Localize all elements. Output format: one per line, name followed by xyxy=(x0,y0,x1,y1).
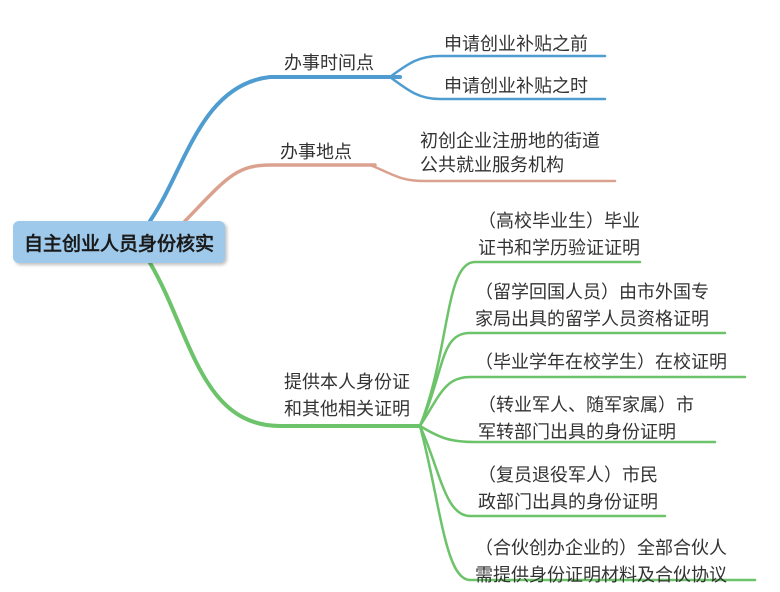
branch-time-label[interactable]: 办事时间点 xyxy=(284,53,374,74)
documents-child-returnee[interactable]: （留学回国人员）由市外国专 家局出具的留学人员资格证明 xyxy=(475,279,709,333)
branch-location-label[interactable]: 办事地点 xyxy=(280,142,352,163)
military-line-1: （转业军人、随军家属）市 xyxy=(478,395,694,416)
connector-location-to-office xyxy=(368,163,617,183)
graduate-line-1: （高校毕业生）毕业 xyxy=(478,211,640,232)
documents-child-military[interactable]: （转业军人、随军家属）市 军转部门出具的身份证明 xyxy=(478,392,694,446)
veteran-line-2: 政部门出具的身份证明 xyxy=(478,492,658,513)
connector-root-to-documents xyxy=(148,261,422,428)
root-node[interactable]: 自主创业人员身份核实 xyxy=(13,221,225,263)
location-child-line-2: 公共就业服务机构 xyxy=(420,155,564,176)
location-child-line-1: 初创企业注册地的街道 xyxy=(420,131,600,152)
graduate-line-2: 证书和学历验证证明 xyxy=(478,238,640,259)
branch-documents-line-2: 和其他相关证明 xyxy=(284,399,410,420)
branch-documents-label[interactable]: 提供本人身份证 和其他相关证明 xyxy=(284,369,410,423)
connector-docs-to-graduate xyxy=(418,260,642,428)
military-line-2: 军转部门出具的身份证明 xyxy=(478,422,676,443)
partnership-line-2: 需提供身份证明材料及合伙协议 xyxy=(475,565,727,586)
connector-docs-to-military xyxy=(418,424,717,444)
connector-time-to-during xyxy=(388,75,607,101)
connector-docs-to-veteran xyxy=(418,424,667,518)
connector-root-to-time xyxy=(148,75,402,223)
time-child-during[interactable]: 申请创业补贴之时 xyxy=(444,76,588,97)
root-node-label: 自主创业人员身份核实 xyxy=(23,232,214,255)
connector-docs-to-partnership xyxy=(418,424,757,582)
connector-root-to-location xyxy=(183,163,377,223)
connector-time-to-before xyxy=(388,54,607,79)
connector-docs-to-student xyxy=(418,375,747,428)
time-child-before[interactable]: 申请创业补贴之前 xyxy=(444,34,588,55)
connector-docs-to-returnee xyxy=(418,331,727,428)
location-child-office[interactable]: 初创企业注册地的街道 公共就业服务机构 xyxy=(420,130,600,178)
partnership-line-1: （合伙创办企业的）全部合伙人 xyxy=(475,538,727,559)
documents-child-partnership[interactable]: （合伙创办企业的）全部合伙人 需提供身份证明材料及合伙协议 xyxy=(475,535,727,589)
returnee-line-2: 家局出具的留学人员资格证明 xyxy=(475,309,709,330)
documents-child-student[interactable]: （毕业学年在校学生）在校证明 xyxy=(475,352,727,373)
veteran-line-1: （复员退役军人）市民 xyxy=(478,465,658,486)
documents-child-graduate[interactable]: （高校毕业生）毕业 证书和学历验证证明 xyxy=(478,208,640,262)
documents-child-veteran[interactable]: （复员退役军人）市民 政部门出具的身份证明 xyxy=(478,462,658,516)
branch-documents-line-1: 提供本人身份证 xyxy=(284,372,410,393)
returnee-line-1: （留学回国人员）由市外国专 xyxy=(475,282,709,303)
